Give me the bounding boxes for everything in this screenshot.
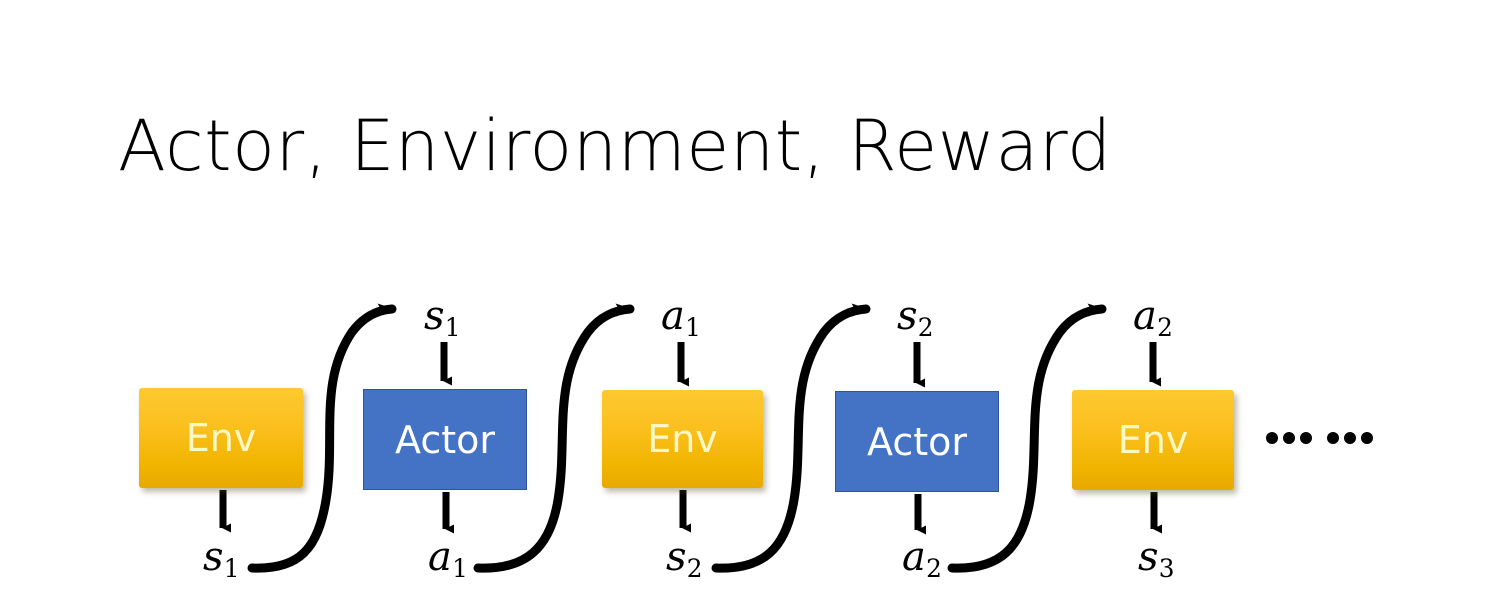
ellipsis-dot xyxy=(1283,432,1295,444)
subscript: 1 xyxy=(444,312,461,342)
ellipsis-dot xyxy=(1344,432,1356,444)
label-bottom-s3: s3 xyxy=(1138,534,1175,581)
subscript: 1 xyxy=(685,312,701,342)
ellipsis-dot xyxy=(1266,432,1278,444)
symbol: s xyxy=(666,534,687,580)
label-top-s2: s2 xyxy=(897,293,934,340)
label-bottom-a2: a2 xyxy=(902,534,942,581)
node-label: Actor xyxy=(395,417,495,462)
page-title: Actor, Environment, Reward xyxy=(118,105,1112,187)
symbol: a xyxy=(428,534,452,580)
node-label: Env xyxy=(185,416,257,460)
ellipsis-dot xyxy=(1361,432,1373,444)
node-actor-2[interactable]: Actor xyxy=(835,391,999,492)
symbol: a xyxy=(661,293,685,339)
subscript: 1 xyxy=(223,553,240,583)
node-actor-1[interactable]: Actor xyxy=(363,389,527,490)
node-env-1[interactable]: Env xyxy=(139,388,303,488)
ellipsis-dot xyxy=(1300,432,1312,444)
ellipsis-gap xyxy=(1317,438,1322,439)
ellipsis-dot xyxy=(1327,432,1339,444)
curve-a2-to-env3-input xyxy=(947,303,1107,573)
symbol: s xyxy=(203,534,224,580)
symbol: s xyxy=(424,293,445,339)
subscript: 2 xyxy=(1157,312,1173,342)
subscript: 2 xyxy=(917,312,934,342)
node-env-2[interactable]: Env xyxy=(602,390,763,488)
subscript: 2 xyxy=(686,553,703,583)
symbol: s xyxy=(1138,534,1159,580)
symbol: s xyxy=(897,293,918,339)
label-top-a2: a2 xyxy=(1133,293,1173,340)
label-bottom-s2: s2 xyxy=(666,534,703,581)
label-bottom-a1: a1 xyxy=(428,534,468,581)
label-top-a1: a1 xyxy=(661,293,701,340)
symbol: a xyxy=(902,534,926,580)
curve-a1-to-env2-input xyxy=(473,303,635,573)
curve-s2-to-actor2-input xyxy=(711,303,871,573)
curve-s1-to-actor1-input xyxy=(247,303,397,573)
subscript: 1 xyxy=(452,553,468,583)
node-env-3[interactable]: Env xyxy=(1072,390,1234,490)
continuation-ellipsis xyxy=(1266,432,1373,444)
subscript: 2 xyxy=(926,553,942,583)
symbol: a xyxy=(1133,293,1157,339)
subscript: 3 xyxy=(1158,553,1175,583)
node-label: Env xyxy=(647,417,718,461)
label-top-s1: s1 xyxy=(424,293,461,340)
node-label: Env xyxy=(1117,418,1189,462)
node-label: Actor xyxy=(867,419,967,464)
label-bottom-s1: s1 xyxy=(203,534,240,581)
